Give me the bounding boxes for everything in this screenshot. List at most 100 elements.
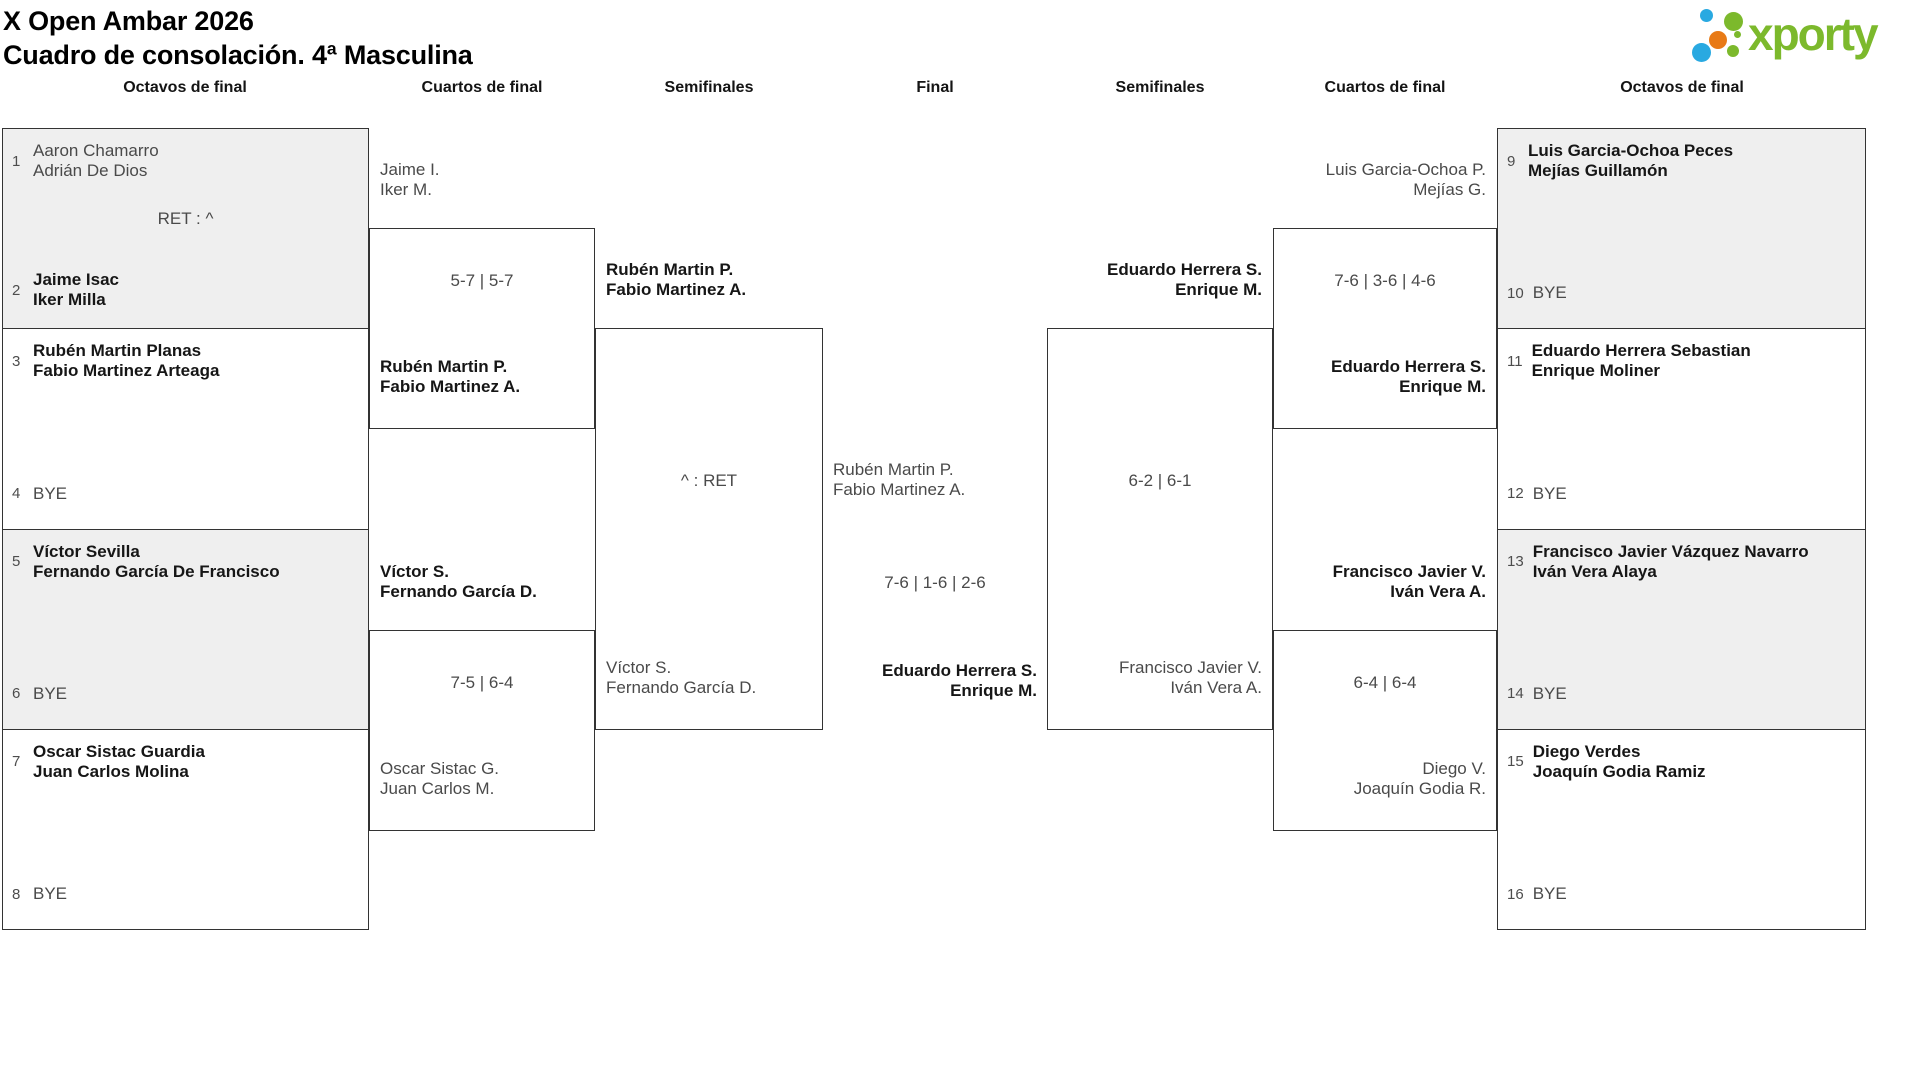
team-slot: 16 BYE xyxy=(1507,884,1567,904)
team-names: Jaime Isac Iker Milla xyxy=(33,270,119,310)
player-name: Joaquín Godia R. xyxy=(1353,779,1486,798)
match-r16-right-2: 11 Eduardo Herrera Sebastian Enrique Mol… xyxy=(1498,329,1865,530)
player-name: Francisco Javier Vázquez Navarro xyxy=(1532,541,1809,561)
team-names: Víctor Sevilla Fernando García De Franci… xyxy=(33,542,280,582)
match-qf-right-2: Francisco Javier V. Iván Vera A. 6-4 | 6… xyxy=(1273,562,1497,831)
player-name: Enrique M. xyxy=(1399,377,1486,396)
match-r16-left-3: 5 Víctor Sevilla Fernando García De Fran… xyxy=(3,529,368,730)
team-names: Francisco Javier Vázquez Navarro Iván Ve… xyxy=(1533,542,1809,582)
player-name: Fernando García D. xyxy=(380,582,537,601)
team-slot: 7 Oscar Sistac Guardia Juan Carlos Molin… xyxy=(12,742,205,782)
player-name: Iván Vera Alaya xyxy=(1532,561,1657,581)
match-r16-right-4: 15 Diego Verdes Joaquín Godia Ramiz 16 B… xyxy=(1498,730,1865,929)
player-name: Eduardo Herrera S. xyxy=(1107,260,1262,279)
team-slot: 6 BYE xyxy=(12,684,67,704)
team-slot: 10 BYE xyxy=(1507,283,1567,303)
header-cuartos-left: Cuartos de final xyxy=(421,79,543,96)
team-names: Víctor S. Fernando García D. xyxy=(380,562,537,602)
player-name: Francisco Javier V. xyxy=(1332,562,1486,581)
player-name: Enrique M. xyxy=(1175,280,1262,299)
match-sf-left: Rubén Martin P. Fabio Martinez A. ^ : RE… xyxy=(595,260,823,730)
seed-number: 10 xyxy=(1507,284,1524,302)
bye-label: BYE xyxy=(1532,483,1567,503)
header-octavos-right: Octavos de final xyxy=(1620,79,1744,96)
team-slot: 13 Francisco Javier Vázquez Navarro Iván… xyxy=(1507,542,1809,582)
header-semifinales-left: Semifinales xyxy=(664,79,754,96)
page-title: X Open Ambar 2026 Cuadro de consolación.… xyxy=(3,4,473,72)
round16-right-box: 9 Luis Garcia-Ochoa Peces Mejías Guillam… xyxy=(1497,128,1866,930)
team-names: Eduardo Herrera Sebastian Enrique Moline… xyxy=(1532,341,1751,381)
seed-number: 7 xyxy=(12,753,21,771)
player-name: Diego Verdes xyxy=(1532,741,1641,761)
team-names: Eduardo Herrera S. Enrique M. xyxy=(1107,260,1262,300)
player-name: Joaquín Godia Ramiz xyxy=(1532,761,1706,781)
team-slot: 8 BYE xyxy=(12,884,67,904)
team-names: Rubén Martin P. Fabio Martinez A. xyxy=(606,260,746,300)
player-name: Iker Milla xyxy=(33,290,106,310)
xporty-logo[interactable]: xporty xyxy=(1690,0,1918,72)
seed-number: 16 xyxy=(1507,885,1524,903)
bye-label: BYE xyxy=(33,683,68,703)
player-name: Enrique Moliner xyxy=(1531,361,1661,381)
player-name: Jaime I. xyxy=(380,160,440,179)
player-name: Juan Carlos Molina xyxy=(33,761,189,781)
seed-number: 12 xyxy=(1507,485,1524,502)
team-slot: 2 Jaime Isac Iker Milla xyxy=(12,270,119,310)
player-name: Mejías Guillamón xyxy=(1528,161,1668,180)
player-name: Oscar Sistac G. xyxy=(380,759,500,778)
team-names: Rubén Martin P. Fabio Martinez A. xyxy=(833,460,965,500)
player-name: Adrián De Dios xyxy=(33,161,148,180)
player-name: Francisco Javier V. xyxy=(1119,658,1262,677)
seed-number: 6 xyxy=(12,685,21,703)
logo-dot-blue-large-icon xyxy=(1692,43,1711,62)
player-name: Fernando García De Francisco xyxy=(33,561,280,581)
match-score: 7-6 | 1-6 | 2-6 xyxy=(884,572,986,592)
logo-dot-green-large-icon xyxy=(1724,12,1743,31)
match-score: 6-2 | 6-1 xyxy=(1128,471,1192,490)
seed-number: 1 xyxy=(12,152,21,170)
team-names: Eduardo Herrera S. Enrique M. xyxy=(882,661,1037,701)
team-names: Víctor S. Fernando García D. xyxy=(606,658,756,698)
seed-number: 4 xyxy=(12,485,21,502)
match-final: Rubén Martin P. Fabio Martinez A. 7-6 | … xyxy=(823,460,1047,732)
match-score: 5-7 | 5-7 xyxy=(450,270,514,290)
logo-dot-blue-small-icon xyxy=(1700,9,1713,22)
team-slot: 9 Luis Garcia-Ochoa Peces Mejías Guillam… xyxy=(1507,141,1733,181)
team-names: Jaime I. Iker M. xyxy=(380,160,440,200)
team-slot: 4 BYE xyxy=(12,484,67,504)
player-name: Jaime Isac xyxy=(33,270,120,290)
player-name: Rubén Martin Planas xyxy=(33,341,202,361)
player-name: Diego V. xyxy=(1422,759,1486,778)
team-names: Luis Garcia-Ochoa P. Mejías G. xyxy=(1326,160,1486,200)
logo-dot-green-tiny-icon xyxy=(1734,31,1741,38)
match-r16-left-4: 7 Oscar Sistac Guardia Juan Carlos Molin… xyxy=(3,730,368,929)
team-slot: 11 Eduardo Herrera Sebastian Enrique Mol… xyxy=(1507,341,1751,381)
seed-number: 9 xyxy=(1507,152,1516,170)
player-name: Juan Carlos M. xyxy=(380,779,495,798)
player-name: Oscar Sistac Guardia xyxy=(33,741,205,761)
match-qf-left-1: Jaime I. Iker M. 5-7 | 5-7 Rubén Martin … xyxy=(369,160,595,429)
player-name: Aaron Chamarro xyxy=(33,141,159,160)
match-r16-right-1: 9 Luis Garcia-Ochoa Peces Mejías Guillam… xyxy=(1498,129,1865,330)
team-names: Aaron Chamarro Adrián De Dios xyxy=(33,141,159,181)
logo-dot-orange-icon xyxy=(1709,31,1727,49)
header-cuartos-right: Cuartos de final xyxy=(1324,79,1446,96)
team-names: Oscar Sistac G. Juan Carlos M. xyxy=(380,759,499,799)
team-names: Luis Garcia-Ochoa Peces Mejías Guillamón xyxy=(1528,141,1733,181)
player-name: Fabio Martinez A. xyxy=(606,280,747,299)
match-score: 7-6 | 3-6 | 4-6 xyxy=(1334,270,1436,290)
player-name: Luis Garcia-Ochoa Peces xyxy=(1528,141,1734,160)
player-name: Luis Garcia-Ochoa P. xyxy=(1325,160,1486,179)
seed-number: 2 xyxy=(12,281,21,299)
match-r16-left-1: 1 Aaron Chamarro Adrián De Dios RET : ^ … xyxy=(3,129,368,330)
tournament-name: X Open Ambar 2026 xyxy=(3,6,254,36)
player-name: Fabio Martinez A. xyxy=(833,480,966,499)
player-name: Víctor S. xyxy=(380,562,449,581)
seed-number: 5 xyxy=(12,553,21,570)
bye-label: BYE xyxy=(33,483,68,503)
player-name: Fabio Martinez A. xyxy=(380,377,521,396)
match-qf-left-2: Víctor S. Fernando García D. 7-5 | 6-4 O… xyxy=(369,562,595,831)
team-slot: 15 Diego Verdes Joaquín Godia Ramiz xyxy=(1507,742,1706,782)
player-name: Fernando García D. xyxy=(606,678,757,697)
